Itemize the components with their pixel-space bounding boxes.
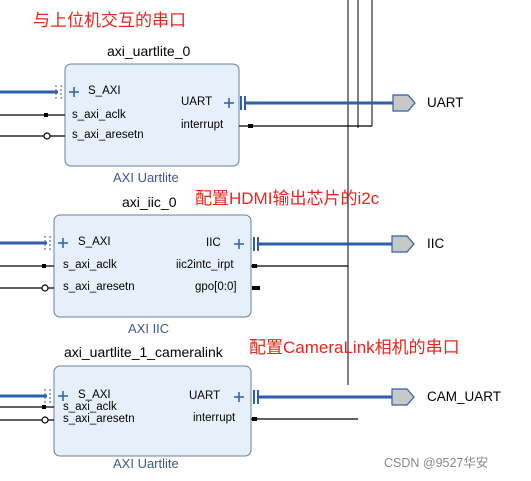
port-label: IIC	[206, 237, 221, 249]
port-label: S_AXI	[88, 85, 121, 97]
block-instance-name: axi_iic_0	[122, 194, 177, 210]
expand-plus-icon[interactable]	[224, 98, 234, 108]
port-label: s_axi_aresetn	[63, 413, 135, 425]
port-label: iic2intc_irpt	[176, 259, 234, 271]
expand-plus-icon[interactable]	[58, 238, 68, 248]
gpo-stub	[252, 286, 260, 290]
watermark: CSDN @9527华安	[384, 456, 489, 470]
port-label: s_axi_aclk	[72, 109, 126, 121]
expand-plus-icon[interactable]	[234, 239, 244, 249]
port-label: gpo[0:0]	[195, 281, 237, 293]
port-label: s_axi_aclk	[63, 259, 117, 271]
expand-plus-icon[interactable]	[69, 87, 79, 97]
external-port-iic[interactable]: IIC	[427, 236, 445, 251]
axi-uartlite-1-cameralink-block[interactable]	[53, 365, 252, 457]
block-type-label: AXI Uartlite	[113, 456, 179, 471]
annotation-hdmi-i2c: 配置HDMI输出芯片的i2c	[195, 189, 380, 208]
expand-plus-icon[interactable]	[58, 391, 68, 401]
port-label: s_axi_aresetn	[63, 281, 135, 293]
external-port-uart[interactable]: UART	[427, 95, 464, 110]
port-label: interrupt	[181, 119, 224, 131]
block-type-label: AXI IIC	[128, 321, 170, 336]
port-label: s_axi_aclk	[63, 401, 117, 413]
annotation-cameralink-uart: 配置CameraLink相机的串口	[249, 338, 460, 357]
port-label: interrupt	[193, 412, 236, 424]
port-label: S_AXI	[78, 389, 111, 401]
external-port-cam-uart[interactable]: CAM_UART	[427, 389, 502, 404]
expand-plus-icon[interactable]	[234, 392, 244, 402]
block-instance-name: axi_uartlite_1_cameralink	[64, 344, 223, 360]
block-type-label: AXI Uartlite	[113, 170, 179, 185]
uart-port-icon[interactable]	[392, 94, 416, 112]
cam-uart-port-icon[interactable]	[391, 388, 415, 406]
iic-port-icon[interactable]	[391, 235, 415, 253]
port-label: S_AXI	[78, 236, 111, 248]
block-instance-name: axi_uartlite_0	[107, 43, 191, 59]
annotation-uart-host: 与上位机交互的串口	[33, 11, 186, 30]
port-label: UART	[181, 96, 213, 108]
port-label: s_axi_aresetn	[72, 129, 144, 141]
port-label: UART	[189, 390, 221, 402]
